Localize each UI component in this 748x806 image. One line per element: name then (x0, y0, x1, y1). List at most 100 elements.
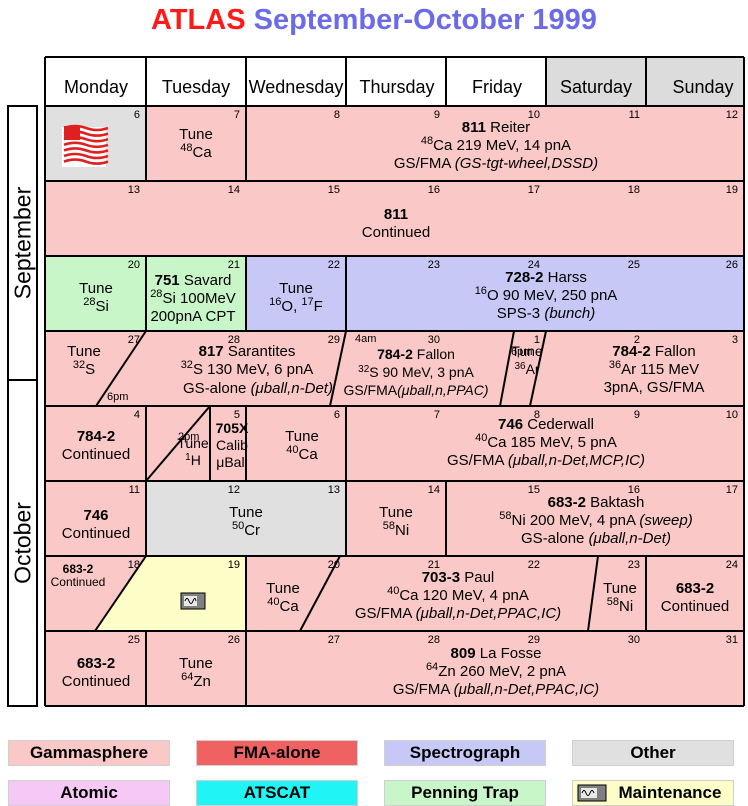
shift-divider (145, 405, 211, 482)
day-number: 14 (428, 484, 440, 496)
schedule-grid (7, 56, 745, 707)
event-text-segment: 705X (216, 420, 249, 436)
shift-divider (329, 330, 347, 407)
event-block (45, 181, 744, 256)
day-number: 21 (228, 259, 240, 271)
event-text-segment: μBall (216, 454, 247, 470)
event-text-segment: Ca 219 MeV, 14 pnA (433, 137, 571, 154)
day-number: 9 (434, 109, 440, 121)
legend-item: Maintenance (572, 780, 734, 806)
day-number: 30 (428, 334, 440, 346)
event-text-segment: Tune (179, 126, 213, 143)
event-text-segment: 809 (451, 645, 476, 662)
day-number: 27 (328, 634, 340, 646)
event-text-segment: Tune (603, 580, 637, 597)
flag-stripe (63, 147, 109, 154)
event-text-segment: 746 (498, 416, 523, 433)
event-text-segment: Si (95, 298, 108, 315)
event-text-segment: GS/FMA (355, 605, 416, 622)
event-block (146, 481, 346, 556)
event-text-segment: 751 (155, 272, 180, 289)
legend-item: Penning Trap (384, 780, 546, 806)
event-text-segment: (μball,n-Det,MCP,IC) (508, 452, 645, 469)
event-text-segment: 40 (475, 432, 487, 444)
flag-stripe (63, 152, 109, 160)
oscilloscope-icon (577, 784, 607, 802)
event-text-segment: 40 (267, 596, 279, 608)
event-block (45, 406, 744, 481)
event-text-segment: S (85, 361, 95, 378)
shift-divider (529, 330, 547, 407)
event-text-segment: (μball,n-Det,PPAC,IC) (416, 605, 561, 622)
event-text-segment: Ar 115 MeV (621, 361, 699, 378)
flag-icon (62, 124, 109, 167)
legend-label: FMA-alone (233, 743, 321, 762)
legend-label: Spectrograph (409, 743, 521, 762)
event-text-segment: 784-2 (377, 346, 413, 362)
weekday-header-label: Saturday (560, 77, 632, 97)
event-text-segment: Tune (511, 343, 543, 359)
day-number: 19 (228, 559, 240, 571)
day-number: 24 (528, 259, 540, 271)
day-number: 15 (528, 484, 540, 496)
shift-divider (299, 555, 341, 632)
event-text-segment: S 130 MeV, 6 pnA (193, 361, 313, 378)
weekday-header-label: Wednesday (249, 77, 344, 97)
event-text-segment: 28 (150, 288, 162, 300)
event-text-segment: Reiter (486, 119, 530, 136)
event-text-segment: (μball,n-Det) (589, 530, 671, 547)
day-number: 23 (628, 559, 640, 571)
event-text-segment: Continued (62, 446, 130, 463)
day-number: 16 (628, 484, 640, 496)
event-text-segment: Zn (193, 673, 211, 690)
day-number: 7 (234, 109, 240, 121)
event-text-segment: GS-alone (521, 530, 589, 547)
event-text-segment: 728-2 (505, 269, 543, 286)
legend-item: Other (572, 740, 734, 766)
event-text-segment: (μball,n-Det) (251, 380, 333, 397)
day-number: 10 (528, 109, 540, 121)
month-label: October (10, 502, 36, 584)
event-text-segment: GS/FMA (447, 452, 508, 469)
event-text-segment: Tune (379, 504, 413, 521)
event-text: GS-alone (μball,n-Det) (183, 380, 333, 397)
event-text-segment: 28 (83, 296, 95, 308)
event-text-segment: F (314, 298, 323, 315)
event-text-segment: Baktash (586, 494, 644, 511)
event-text-segment: Fallon (651, 343, 696, 360)
day-number: 26 (228, 634, 240, 646)
event-text-segment: Continued (62, 525, 130, 542)
legend-item: FMA-alone (196, 740, 358, 766)
day-number: 13 (128, 184, 140, 196)
event-text-segment: 703-3 (422, 569, 460, 586)
title-atlas: ATLAS (151, 4, 246, 36)
flag-stripe (63, 158, 109, 165)
day-number: 11 (629, 109, 640, 121)
day-number: 1 (534, 334, 540, 346)
event-text-segment: Fallon (413, 346, 455, 362)
day-number: 11 (129, 484, 140, 496)
day-number: 24 (726, 559, 738, 571)
weekday-header-label: Thursday (359, 77, 434, 97)
oscilloscope-icon (180, 592, 206, 610)
day-number: 16 (428, 184, 440, 196)
event-text-segment: 36 (514, 361, 526, 372)
shift-divider (499, 330, 515, 407)
day-number: 23 (428, 259, 440, 271)
legend-label: Maintenance (618, 783, 722, 802)
event-text-segment: 1 (185, 452, 191, 463)
event-block (45, 481, 146, 556)
event-text-segment: Calib (216, 437, 248, 453)
event-text-segment: 817 (199, 343, 224, 360)
day-number: 20 (128, 259, 140, 271)
